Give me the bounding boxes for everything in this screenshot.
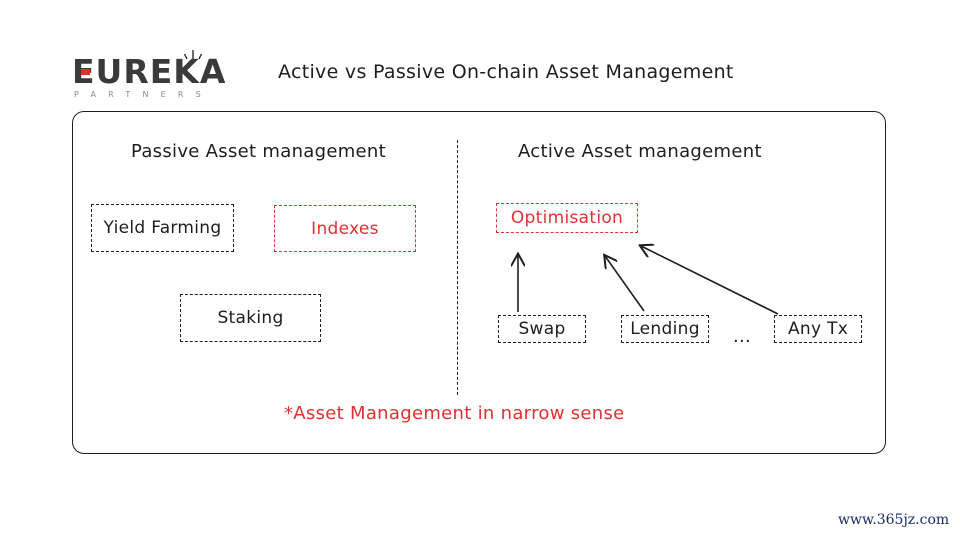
active-heading: Active Asset management	[518, 141, 762, 162]
site-watermark: www.365jz.com	[838, 512, 950, 528]
diagram-frame	[72, 111, 886, 454]
logo-e-mark: E	[72, 54, 96, 90]
logo-wordmark-rest: UREKA	[95, 52, 227, 91]
logo-subtitle: PARTNERS	[74, 90, 213, 99]
yield-farming-box: Yield Farming	[91, 204, 234, 252]
any-tx-box: Any Tx	[774, 315, 862, 343]
lending-box: Lending	[621, 315, 709, 343]
more-ellipsis: ...	[733, 326, 752, 347]
swap-box: Swap	[498, 315, 586, 343]
logo-wordmark: E UREKA	[72, 54, 226, 90]
passive-heading: Passive Asset management	[131, 141, 386, 162]
eureka-logo: E UREKA PARTNERS	[72, 48, 225, 102]
indexes-box: Indexes	[274, 205, 416, 252]
page-title: Active vs Passive On-chain Asset Managem…	[278, 61, 734, 83]
spark-icon	[184, 50, 202, 60]
narrow-sense-note: *Asset Management in narrow sense	[284, 403, 625, 424]
staking-box: Staking	[180, 294, 321, 342]
section-divider	[457, 140, 458, 395]
optimisation-box: Optimisation	[496, 203, 638, 233]
